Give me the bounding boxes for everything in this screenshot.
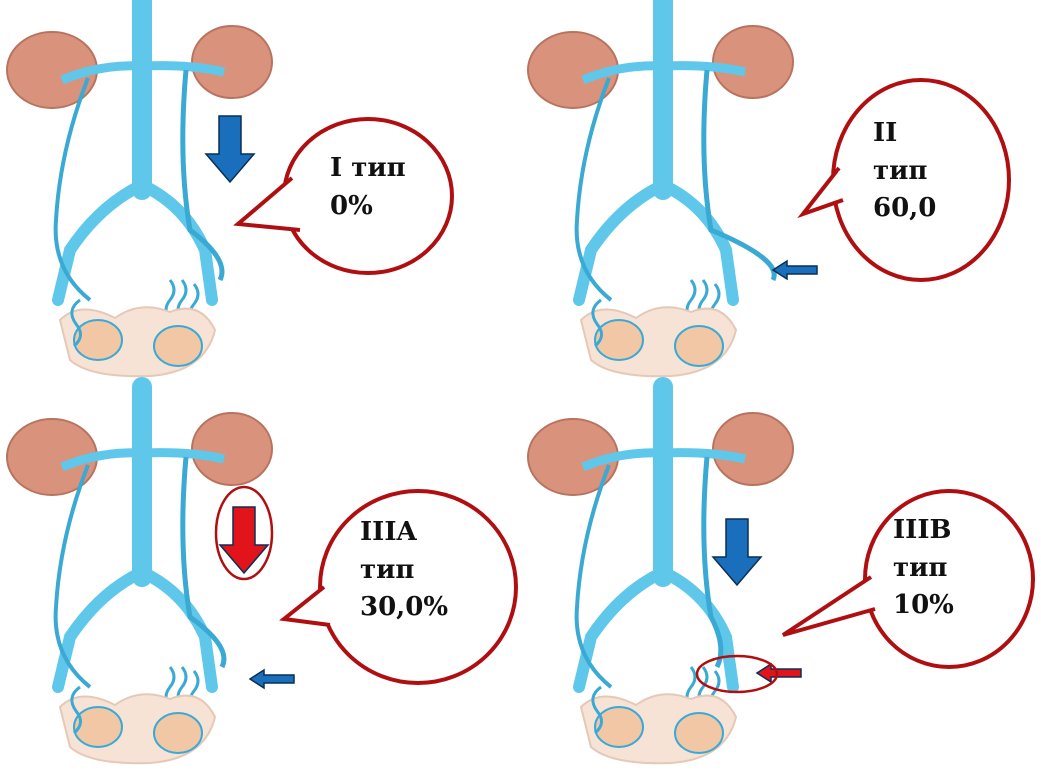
reflux-side-arrow [773,261,817,279]
speech-bubble-tail-join [873,580,877,606]
testicular-vein [704,70,774,280]
right-renal-vein [663,66,745,72]
type-3a-label-line-3: 30,0% [360,589,448,627]
speech-bubble-tail [238,178,300,230]
reflux-down-arrow [713,519,761,585]
type-1-label-line-2: 0% [330,188,406,226]
left-testis [74,707,122,747]
left-testis [595,707,643,747]
panel-type-2: II тип 60,0 [521,0,1041,387]
anatomy-illustration-type-2 [521,0,1041,387]
right-kidney [192,26,272,98]
right-renal-vein [663,453,745,459]
right-renal-vein [142,66,224,72]
type-3b-label-line-2: тип [893,550,954,588]
left-testis [595,320,643,360]
type-3b-label-line-3: 10% [893,587,954,625]
right-iliac-vein [663,185,733,300]
anatomy-illustration-type-1 [0,0,520,387]
type-1-label: I тип 0% [330,150,406,225]
speech-bubble-tail-join [841,171,845,197]
right-renal-vein [142,453,224,459]
reflux-down-arrow [206,116,254,182]
right-kidney [192,413,272,485]
anatomy-illustration-type-3b [521,387,1041,774]
panel-type-3b: IIIB тип 10% [521,387,1041,774]
reflux-down-arrow [220,507,268,573]
speech-bubble-tail [284,587,330,625]
type-3a-label-line-1: IIIA [360,514,448,552]
right-testis [154,713,202,753]
type-3a-label: IIIA тип 30,0% [360,514,448,627]
right-testis [675,326,723,366]
type-2-label-line-1: II [873,115,936,153]
reflux-side-arrow [250,670,294,688]
panel-type-3a: IIIA тип 30,0% [0,387,520,774]
type-1-label-line-1: I тип [330,150,406,188]
right-kidney [713,413,793,485]
right-iliac-vein [142,572,212,687]
type-3a-label-line-2: тип [360,552,448,590]
type-2-label: II тип 60,0 [873,115,936,228]
right-testis [675,713,723,753]
speech-bubble-tail [783,577,875,635]
left-testis [74,320,122,360]
type-2-label-line-3: 60,0 [873,190,936,228]
reflux-side-arrow [757,664,801,682]
type-3b-label-line-1: IIIB [893,512,954,550]
type-3b-label: IIIB тип 10% [893,512,954,625]
panel-type-1: I тип 0% [0,0,520,387]
type-2-label-line-2: тип [873,153,936,191]
right-testis [154,326,202,366]
right-kidney [713,26,793,98]
